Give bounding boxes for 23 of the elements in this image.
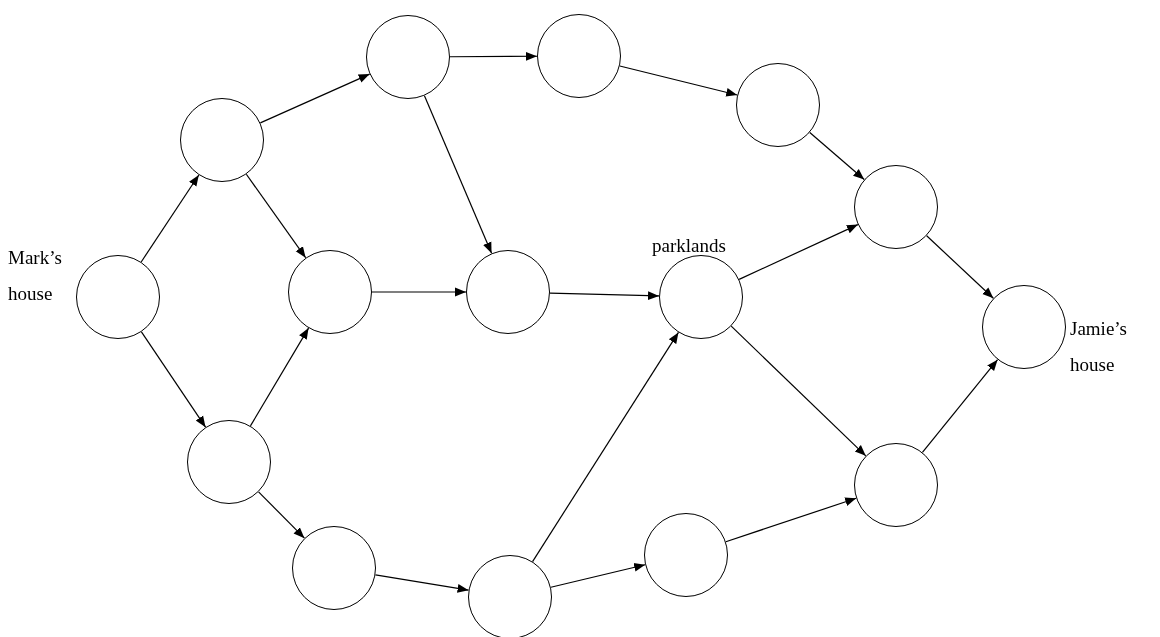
arrow	[245, 173, 307, 259]
arrow	[423, 95, 493, 254]
arrow	[549, 291, 660, 301]
arrow	[140, 331, 207, 428]
arrow	[550, 563, 646, 588]
arrow	[259, 73, 371, 124]
arrow	[619, 65, 738, 97]
arrow	[371, 287, 467, 297]
arrow	[730, 325, 867, 457]
arrow	[449, 51, 538, 61]
place-label: Jamie’s house	[1070, 317, 1128, 378]
arrow	[725, 497, 857, 543]
arrow	[531, 331, 680, 563]
arrow	[249, 327, 310, 427]
place-label: parklands	[652, 234, 727, 258]
arrow	[921, 359, 999, 453]
arrow	[374, 574, 470, 593]
arrow	[809, 131, 865, 181]
arrow	[257, 491, 306, 539]
place-label: Mark’s house	[8, 246, 63, 307]
arrow	[738, 224, 859, 280]
arrow	[140, 174, 200, 263]
arrow	[926, 235, 994, 299]
